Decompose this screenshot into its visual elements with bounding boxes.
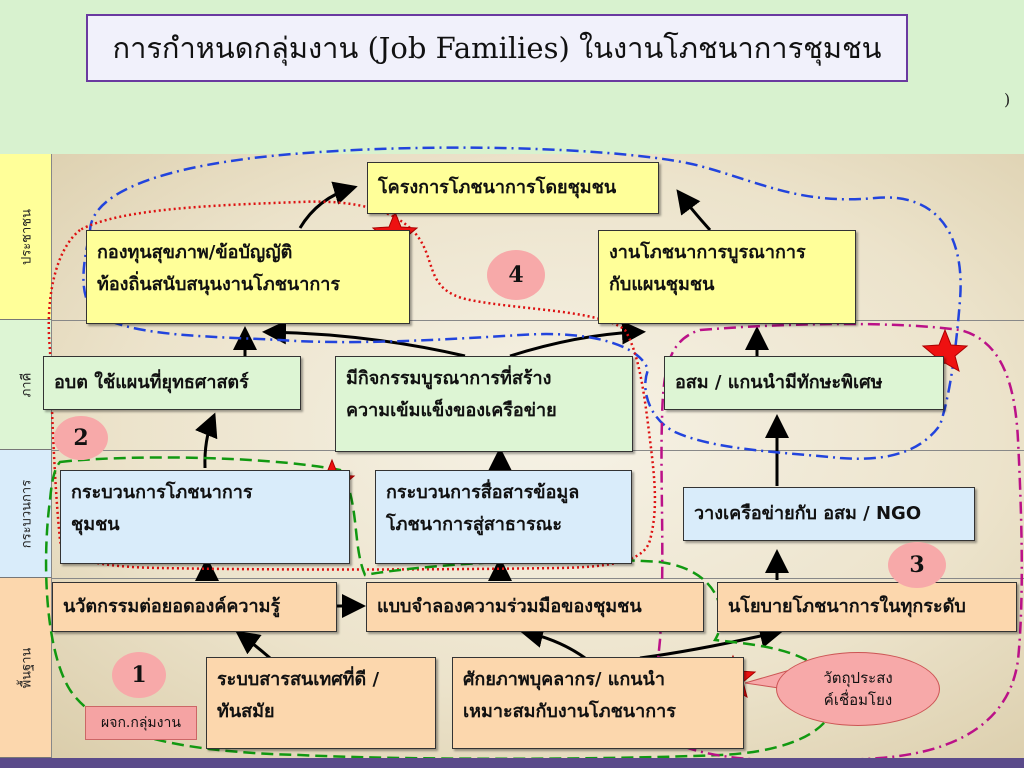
group-outline-blue: [82, 146, 962, 460]
box-text-line: ชุมชน: [71, 513, 120, 535]
box-information-system: ระบบสารสนเทศที่ดี / ทันสมัย: [206, 657, 436, 749]
box-text-line: โภชนาการสู่สาธารณะ: [386, 513, 563, 535]
box-nutrition-policy: นโยบายโภชนาการในทุกระดับ: [717, 582, 1017, 632]
lane-divider: [52, 320, 1024, 321]
lane-divider: [52, 578, 1024, 579]
arrow: [298, 181, 358, 229]
arrow: [235, 630, 271, 660]
box-abt-strategy-map: อบต ใช้แผนที่ยุทธศาสตร์: [43, 356, 301, 410]
group-badge-4: 4: [487, 250, 545, 300]
objective-callout: วัตถุประสง ค์เชื่อมโยง: [776, 652, 940, 726]
arrow: [262, 320, 466, 358]
callout-text-line: ค์เชื่อมโยง: [823, 691, 893, 709]
arrow: [509, 320, 646, 358]
stray-paren: ): [1004, 90, 1011, 109]
box-text: วางเครือข่ายกับ อสม / NGO: [694, 503, 922, 525]
group-badge-2: 2: [54, 416, 108, 460]
box-staff-capacity: ศักยภาพบุคลากร/ แกนนำ เหมาะสมกับงานโภชนา…: [452, 657, 744, 749]
box-text-line: กับแผนชุมชน: [609, 273, 715, 295]
box-osm-leaders: อสม / แกนนำมีทักษะพิเศษ: [664, 356, 944, 410]
box-text-line: กองทุนสุขภาพ/ข้อบัญญัติ: [97, 242, 293, 263]
box-innovation: นวัตกรรมต่อยอดองค์ความรู้: [52, 582, 337, 632]
box-text: นวัตกรรมต่อยอดองค์ความรู้: [63, 596, 281, 618]
box-text: อสม / แกนนำมีทักษะพิเศษ: [675, 372, 883, 394]
group-outline-red: [47, 200, 657, 571]
slide-title: การกำหนดกลุ่มงาน (Job Families) ในงานโภช…: [86, 14, 908, 82]
box-text-line: เหมาะสมกับงานโภชนาการ: [463, 700, 676, 722]
lane-foundation: พื้นฐาน: [0, 578, 52, 758]
box-text-line: ท้องถิ่นสนับสนุนงานโภชนาการ: [97, 273, 341, 295]
box-text: แบบจำลองความร่วมมือของชุมชน: [377, 596, 642, 618]
group-manager-label: ผจก.กลุ่มงาน: [85, 706, 197, 740]
box-community-nutrition-process: กระบวนการโภชนาการ ชุมชน: [60, 470, 350, 564]
arrow: [639, 624, 784, 660]
bottom-strip: [0, 758, 1024, 768]
group-outline-magenta: [655, 322, 1024, 763]
box-text-line: ศักยภาพบุคลากร/ แกนนำ: [463, 669, 665, 690]
box-text-line: ความเข้มแข็งของเครือข่าย: [346, 399, 557, 421]
box-text-line: กระบวนการโภชนาการ: [71, 482, 253, 503]
lane-process: กระบวนการ: [0, 450, 52, 578]
box-text-line: ทันสมัย: [217, 700, 275, 722]
box-public-communication: กระบวนการสื่อสารข้อมูล โภชนาการสู่สาธารณ…: [375, 470, 632, 564]
box-network-activities: มีกิจกรรมบูรณาการที่สร้าง ความเข้มแข็งขอ…: [335, 356, 633, 452]
box-network-ngo: วางเครือข่ายกับ อสม / NGO: [683, 487, 975, 541]
box-health-fund: กองทุนสุขภาพ/ข้อบัญญัติ ท้องถิ่นสนับสนุน…: [86, 230, 410, 324]
box-text: โครงการโภชนาการโดยชุมชน: [378, 177, 617, 199]
arrow: [676, 189, 712, 232]
arrow: [195, 412, 218, 469]
group-badge-3: 3: [888, 542, 946, 588]
callout-text-line: วัตถุประสง: [823, 668, 893, 687]
box-text-line: งานโภชนาการบูรณาการ: [609, 242, 806, 263]
box-integrated-nutrition: งานโภชนาการบูรณาการ กับแผนชุมชน: [598, 230, 856, 324]
arrow: [519, 624, 586, 660]
box-text-line: กระบวนการสื่อสารข้อมูล: [386, 482, 580, 503]
box-community-project: โครงการโภชนาการโดยชุมชน: [367, 162, 659, 214]
box-text: นโยบายโภชนาการในทุกระดับ: [728, 596, 966, 618]
box-text-line: ระบบสารสนเทศที่ดี /: [217, 669, 380, 690]
lane-people: ประชาชน: [0, 154, 52, 320]
group-badge-1: 1: [112, 652, 166, 698]
box-collaboration-model: แบบจำลองความร่วมมือของชุมชน: [366, 582, 704, 632]
box-text: อบต ใช้แผนที่ยุทธศาสตร์: [54, 372, 249, 394]
subheader-band: [0, 128, 1024, 155]
box-text-line: มีกิจกรรมบูรณาการที่สร้าง: [346, 368, 552, 389]
